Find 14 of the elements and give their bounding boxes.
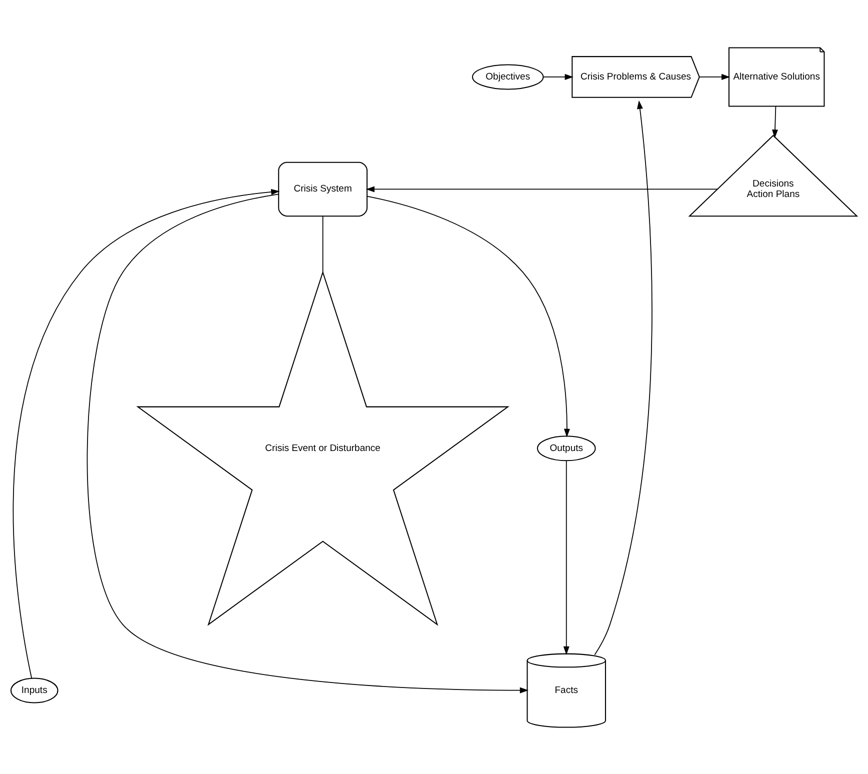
arrow xyxy=(594,100,652,655)
arrow xyxy=(86,193,528,693)
arrow xyxy=(366,186,718,192)
node-ellipse: Inputs xyxy=(10,677,58,703)
arrow xyxy=(563,460,570,654)
arrow xyxy=(542,73,574,80)
arrow xyxy=(12,188,280,678)
arrow xyxy=(366,195,570,437)
arrow xyxy=(699,73,730,80)
node-ellipse: Objectives xyxy=(472,64,544,90)
connector xyxy=(322,215,324,272)
arrow xyxy=(772,106,778,138)
node-ellipse: Outputs xyxy=(536,435,596,461)
node-box: Crisis System xyxy=(278,161,368,216)
